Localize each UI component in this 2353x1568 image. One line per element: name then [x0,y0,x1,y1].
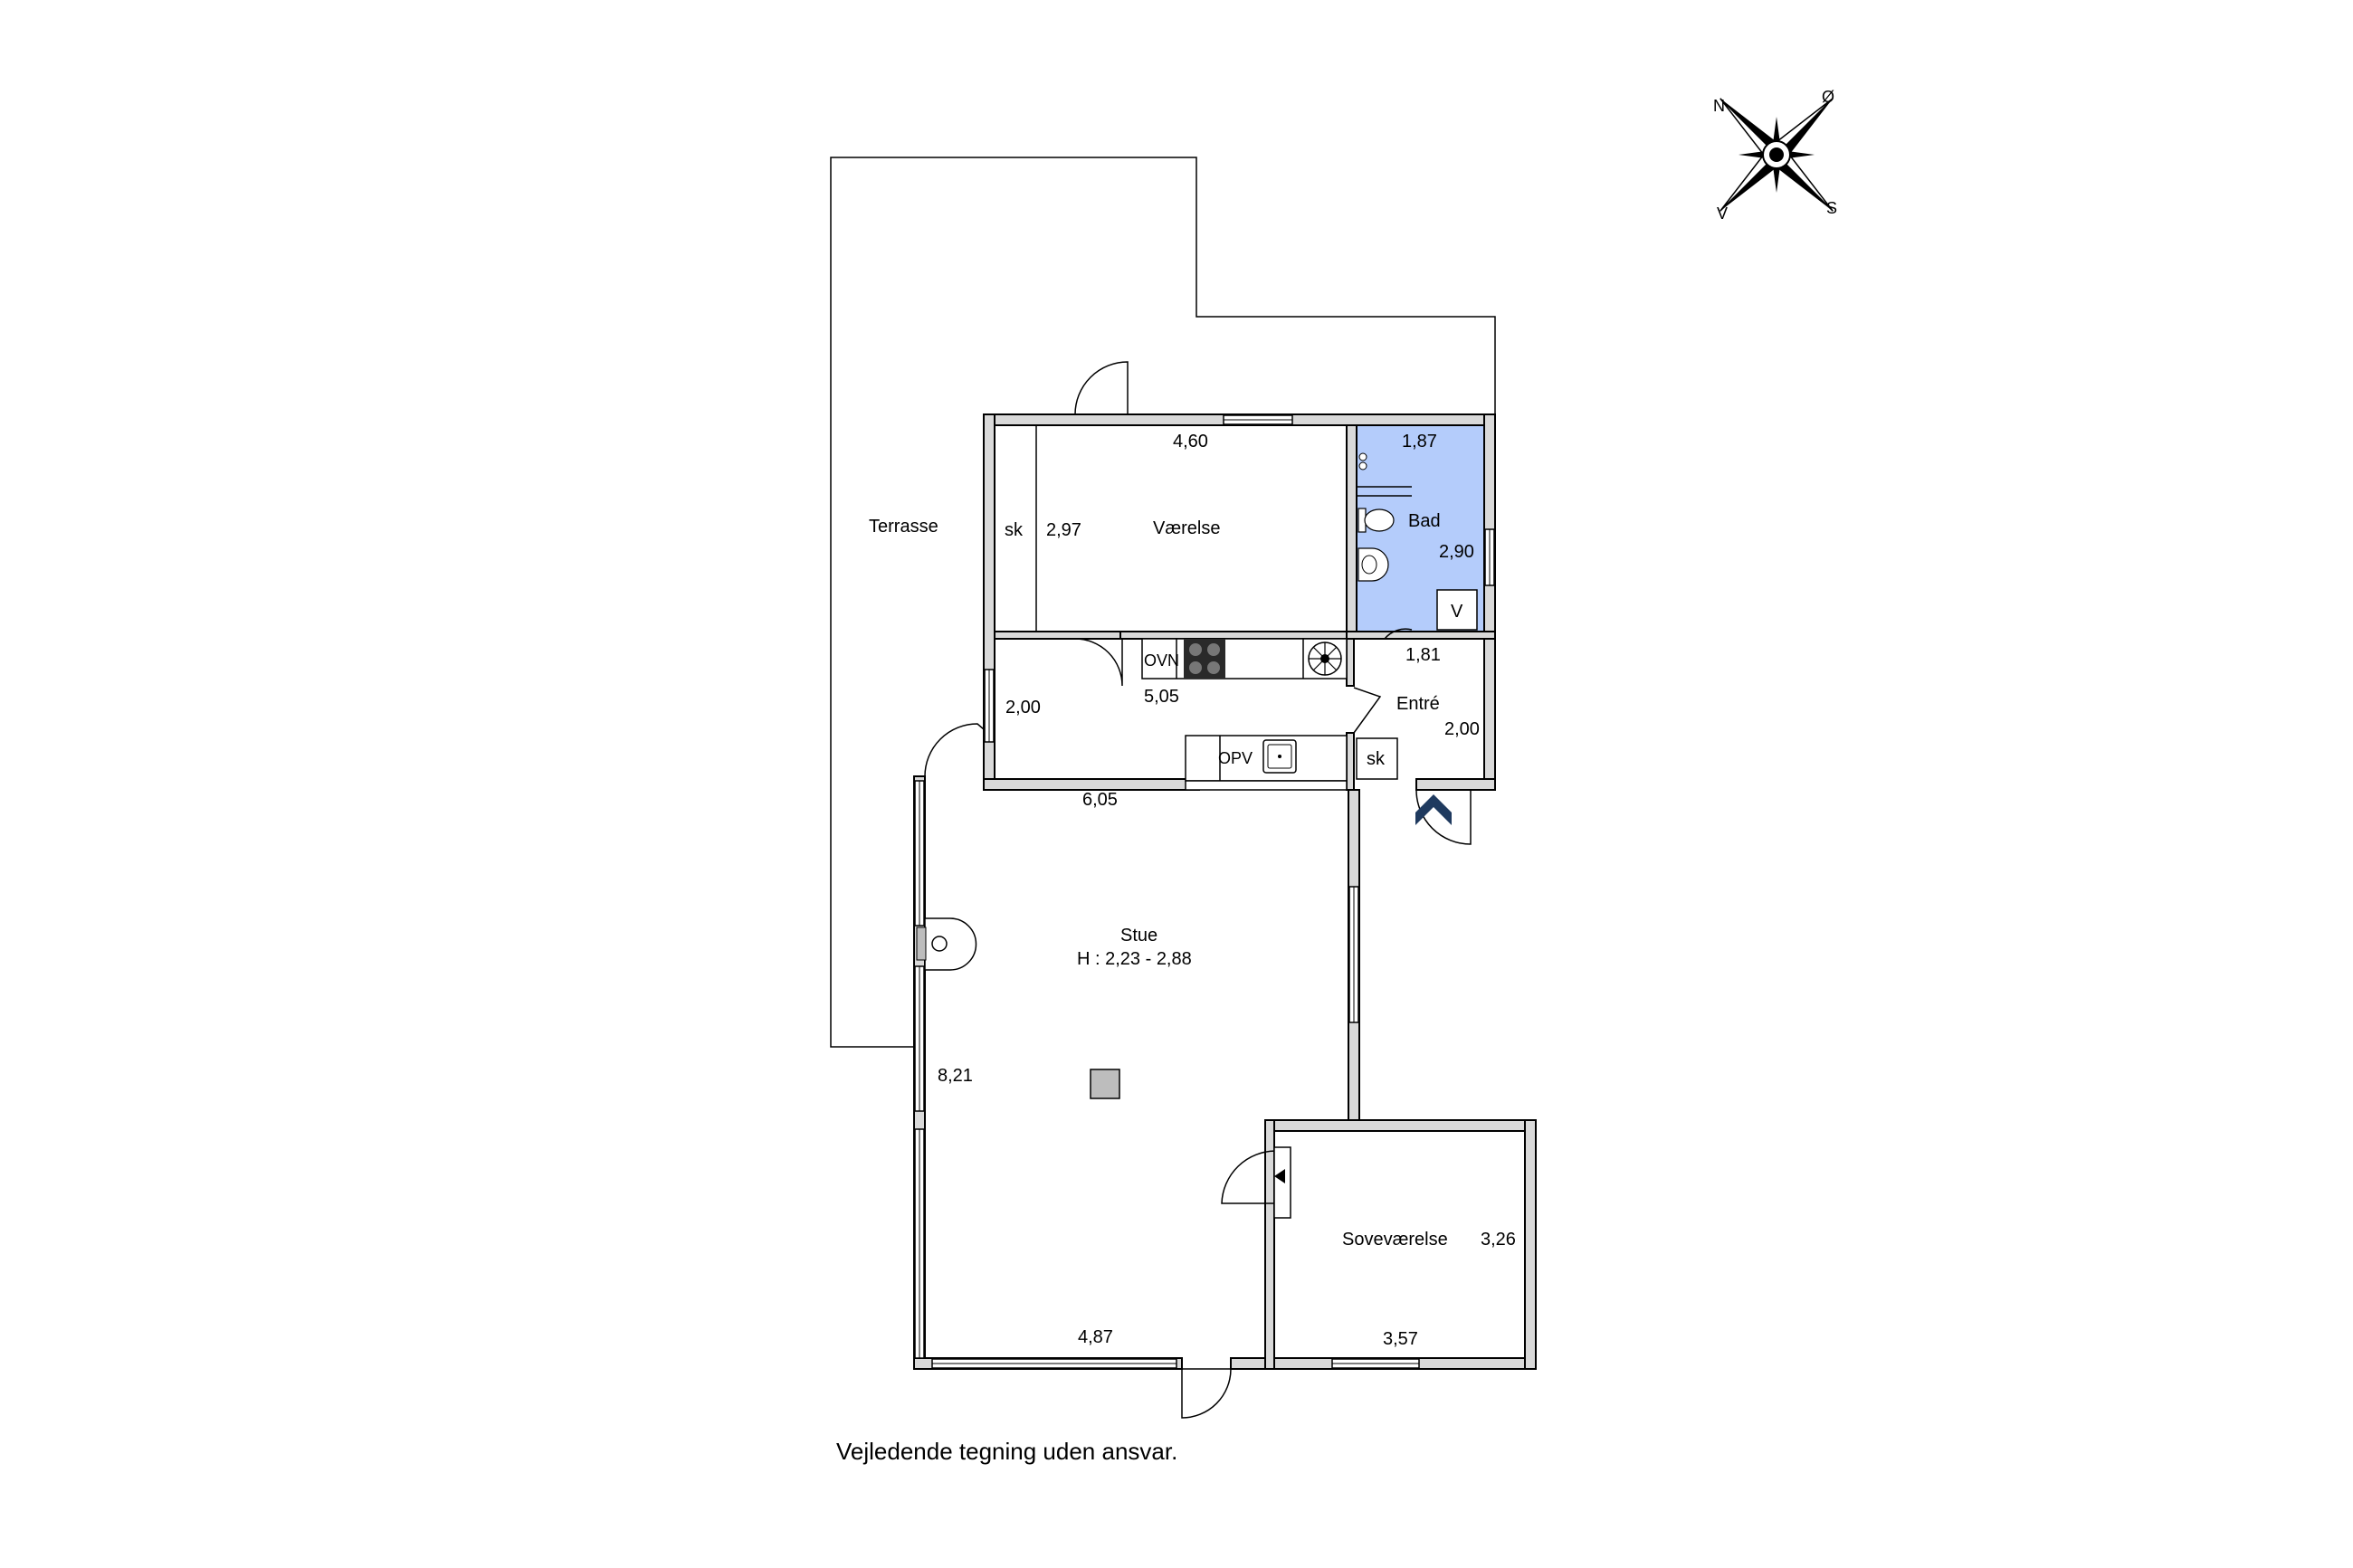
bathroom-fixtures [1357,452,1478,631]
dim-bad-depth: 2,90 [1439,542,1474,562]
dim-sove-depth: 3,26 [1481,1230,1516,1250]
disclaimer: Vejledende tegning uden ansvar. [836,1438,1177,1465]
terrace-outline [830,157,1496,1048]
room-bad: Bad [1408,511,1441,531]
dim-entre-depth: 2,00 [1444,719,1480,739]
oven-label: OVN [1144,651,1179,670]
dishwasher-label: OPV [1218,749,1253,767]
kitchen-bottom-counter [1185,735,1348,791]
dim-kitchen-depth: 2,00 [1005,698,1041,717]
washbasin-icon [1358,547,1389,582]
dim-stue-depth: 8,21 [938,1066,973,1086]
room-sovevaerelse: Soveværelse [1342,1230,1448,1250]
compass-o: Ø [1822,88,1834,106]
room-terrasse: Terrasse [869,517,938,537]
extractor-fan-icon [1308,641,1342,676]
compass-rose-icon: N Ø S V [1713,88,1837,223]
entre-sk-label: sk [1367,749,1386,769]
windows [914,414,1495,1369]
column-icon [1090,1069,1120,1099]
room-vaerelse: Værelse [1153,518,1220,538]
shower-tap-icon [1358,452,1367,470]
dim-kitchen-width: 5,05 [1144,687,1179,707]
dim-stue-bottom: 4,87 [1078,1327,1113,1347]
dim-sove-width: 3,57 [1383,1329,1418,1349]
entrance-arrow-icon [1415,794,1452,825]
fireplace-icon [916,917,977,971]
room-stue: Stue [1120,926,1157,946]
water-heater-box [1436,589,1478,631]
dim-vaerelse-depth: 2,97 [1046,520,1081,540]
dim-stue-top: 6,05 [1082,790,1118,810]
toilet-icon [1358,508,1395,533]
wardrobe-sk-label: sk [1005,520,1024,540]
room-stue-height: H : 2,23 - 2,88 [1077,949,1192,969]
doors [924,361,1472,1419]
dim-entre-width: 1,81 [1405,645,1441,665]
cooktop-icon [1184,639,1225,679]
room-entre: Entré [1396,694,1440,714]
kitchen-top-counter [1141,638,1348,679]
compass-v: V [1717,204,1728,223]
dim-vaerelse-width: 4,60 [1173,432,1208,451]
dim-bad-width: 1,87 [1402,432,1437,451]
compass-n: N [1713,97,1725,115]
entre-wardrobe [1356,737,1398,780]
compass-s: S [1826,199,1837,217]
water-heater-label: V [1451,602,1463,622]
